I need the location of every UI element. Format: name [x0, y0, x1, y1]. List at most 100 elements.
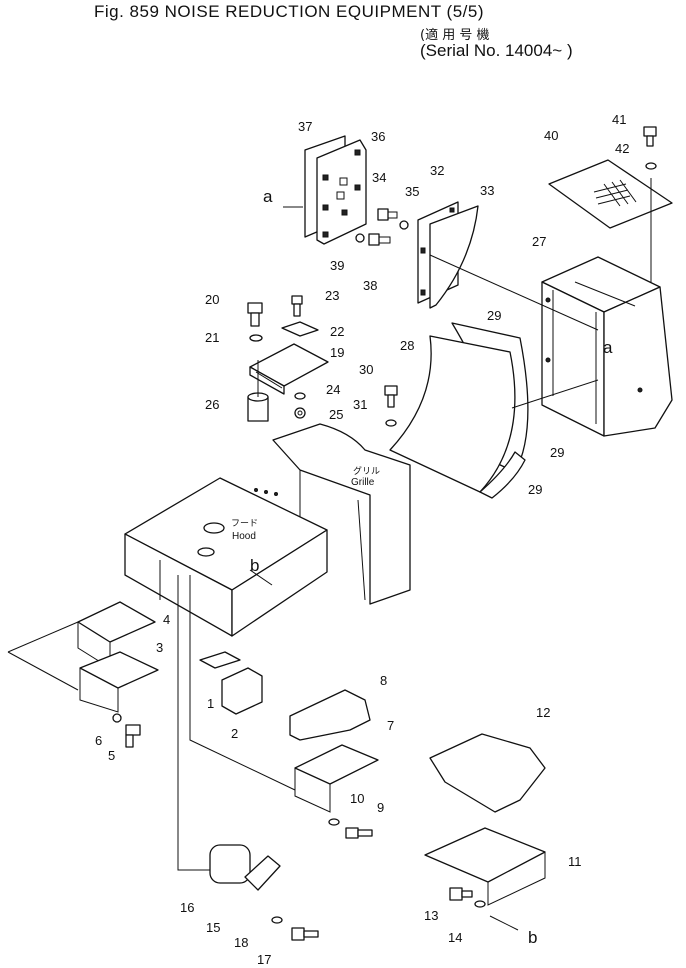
callout-label: 35	[405, 184, 419, 199]
callout-label: 14	[448, 930, 462, 945]
pad-16	[209, 844, 251, 884]
bracket-11	[424, 827, 546, 906]
nut-25	[294, 407, 306, 419]
callout-label: 4	[163, 612, 170, 627]
callout-labels: 1 2 3 4 5 6 7 8 9 10 11 12 13 14 15 16 1…	[95, 112, 629, 967]
callout-label: 21	[205, 330, 219, 345]
part-annotations: フード Hood グリル Grille	[231, 465, 380, 542]
plate-3	[79, 651, 159, 713]
bolt-17	[291, 927, 319, 941]
callout-label: 10	[350, 791, 364, 806]
callout-label: 29	[550, 445, 564, 460]
grille-label-en: Grille	[351, 477, 375, 488]
plate-15	[244, 855, 281, 891]
callout-label: 11	[568, 854, 582, 869]
pad-1	[199, 651, 241, 669]
duct-panel-29-lower	[479, 451, 526, 499]
callout-label: 13	[424, 908, 438, 923]
frame-27	[541, 256, 673, 437]
callout-label: 37	[298, 119, 312, 134]
bolt-34	[377, 208, 398, 221]
figure-title: Fig. 859 NOISE REDUCTION EQUIPMENT (5/5)	[94, 2, 484, 21]
washer-35	[399, 220, 409, 230]
callout-label: 27	[532, 234, 546, 249]
washer-18	[271, 916, 283, 924]
grille-panel	[272, 423, 411, 605]
washer-24	[294, 392, 306, 400]
callout-label: 25	[329, 407, 343, 422]
bracket-7	[294, 744, 379, 813]
callout-label: 30	[359, 362, 373, 377]
callout-label: 42	[615, 141, 629, 156]
washer-6	[112, 713, 122, 723]
hood-panel	[124, 477, 328, 637]
washer-14	[474, 900, 486, 908]
plate-19	[249, 343, 329, 395]
callout-label: 40	[544, 128, 558, 143]
bolt-38	[368, 233, 391, 246]
bolt-41	[643, 126, 657, 147]
top-cover-40	[548, 159, 673, 229]
serial-number-range: (Serial No. 14004~ )	[420, 41, 573, 60]
callout-label: 8	[380, 673, 387, 688]
washer-31	[385, 419, 397, 427]
callout-label: 5	[108, 748, 115, 763]
callout-label: 2	[231, 726, 238, 741]
ref-mark-b-hood: b	[250, 556, 259, 575]
bolt-20	[247, 302, 263, 327]
callout-label: 36	[371, 129, 385, 144]
callout-label: 12	[536, 705, 550, 720]
callout-label: 26	[205, 397, 219, 412]
bolt-23	[291, 295, 303, 317]
side-panel-36	[316, 139, 367, 245]
cover-2	[221, 667, 263, 715]
callout-label: 16	[180, 900, 194, 915]
callout-label: 38	[363, 278, 377, 293]
washer-21	[249, 334, 263, 342]
panel-33	[429, 205, 479, 309]
washer-10	[328, 818, 340, 826]
hood-label-jp: フード	[231, 518, 258, 528]
washer-42	[645, 162, 657, 170]
grille-label-jp: グリル	[353, 465, 380, 476]
ref-mark-b-lower: b	[528, 928, 537, 947]
callout-label: 3	[156, 640, 163, 655]
callout-label: 24	[326, 382, 340, 397]
callout-label: 1	[207, 696, 214, 711]
callout-label: 17	[257, 952, 271, 967]
bolt-5	[125, 724, 141, 748]
reference-marks: a a b b	[250, 187, 613, 947]
callout-label: 39	[330, 258, 344, 273]
callout-label: 19	[330, 345, 344, 360]
callout-label: 29	[487, 308, 501, 323]
cover-12	[429, 733, 546, 813]
serial-applicability-japanese: (適 用 号 機	[420, 28, 490, 43]
bolt-30	[384, 385, 398, 408]
ref-mark-a-right: a	[603, 338, 613, 357]
callout-label: 23	[325, 288, 339, 303]
bolt-9	[345, 827, 373, 839]
callout-label: 18	[234, 935, 248, 950]
callout-label: 9	[377, 800, 384, 815]
hood-label-en: Hood	[232, 531, 256, 542]
callout-label: 41	[612, 112, 626, 127]
callout-label: 7	[387, 718, 394, 733]
ref-mark-a-left: a	[263, 187, 273, 206]
callout-label: 22	[330, 324, 344, 339]
callout-label: 34	[372, 170, 386, 185]
callout-label: 20	[205, 292, 219, 307]
leader-lines	[7, 178, 652, 931]
collar-26	[247, 392, 269, 422]
callout-label: 31	[353, 397, 367, 412]
callout-label: 33	[480, 183, 494, 198]
callout-label: 29	[528, 482, 542, 497]
callout-label: 15	[206, 920, 220, 935]
washer-39	[355, 233, 365, 243]
clip-22	[281, 321, 319, 337]
bracket-4	[77, 601, 156, 669]
cover-8	[289, 689, 371, 741]
callout-label: 32	[430, 163, 444, 178]
callout-label: 6	[95, 733, 102, 748]
bolt-13	[449, 887, 473, 901]
